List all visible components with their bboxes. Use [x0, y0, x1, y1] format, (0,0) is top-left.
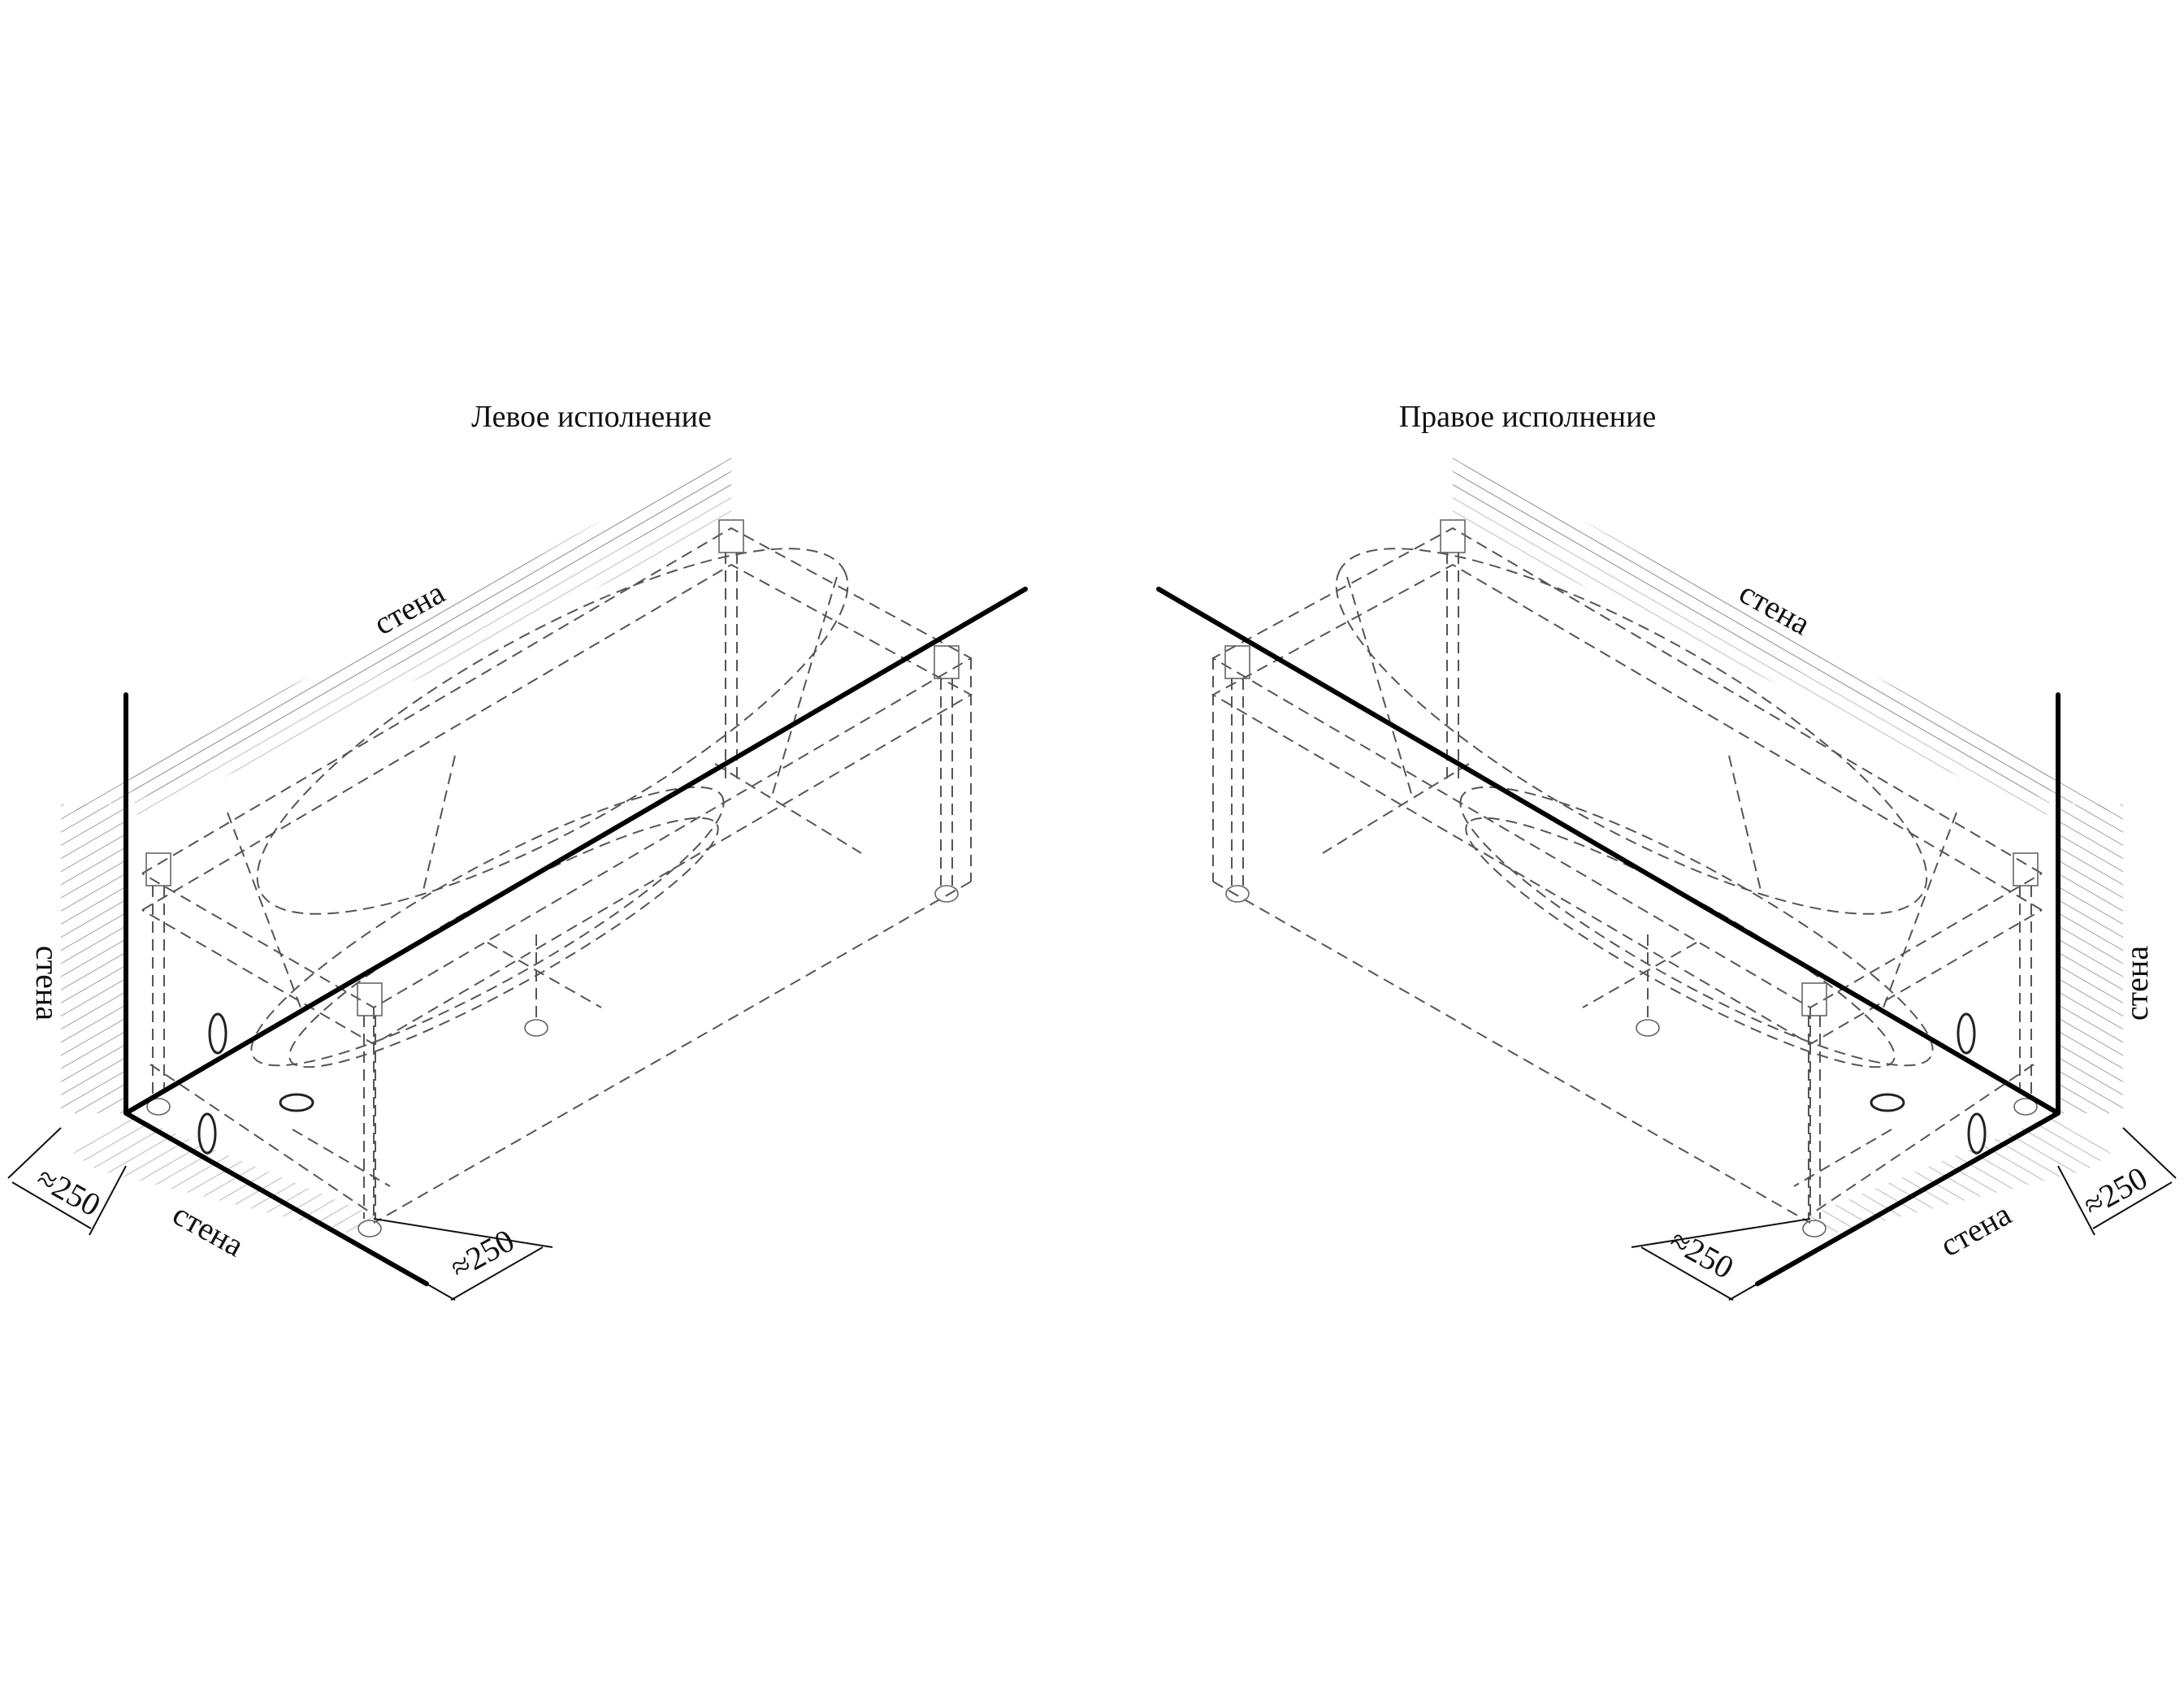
right-bath-outline [1211, 527, 2043, 1224]
left-variant-drawing: Левое исполнение [7, 400, 1028, 1301]
left-wall-edges [124, 587, 1028, 1286]
right-variant-title: Правое исполнение [1399, 400, 1657, 434]
left-variant-title: Левое исполнение [471, 400, 712, 434]
left-dimensions [7, 1127, 553, 1301]
right-wall-edges [1156, 587, 2060, 1286]
right-frame-legs [1224, 519, 2039, 1237]
right-dimensions [1631, 1127, 2177, 1301]
left-wall-label-side: стена [29, 946, 66, 1021]
left-bath-outline [141, 527, 973, 1224]
left-wall-label-front: стена [167, 1195, 250, 1263]
right-wall-hatching [1453, 455, 2123, 1235]
right-wall-label-side: стена [2118, 946, 2155, 1021]
right-wall-label-front: стена [1934, 1195, 2017, 1263]
right-drain-marks [1870, 1012, 1987, 1155]
left-wall-hatching [61, 455, 731, 1235]
right-variant-drawing: Правое исполнение [1156, 400, 2177, 1301]
left-drain-marks [197, 1012, 314, 1155]
left-dim-label-side: ≈250 [31, 1159, 106, 1224]
right-dim-label-side: ≈250 [2078, 1159, 2153, 1224]
left-frame-legs [145, 519, 960, 1237]
